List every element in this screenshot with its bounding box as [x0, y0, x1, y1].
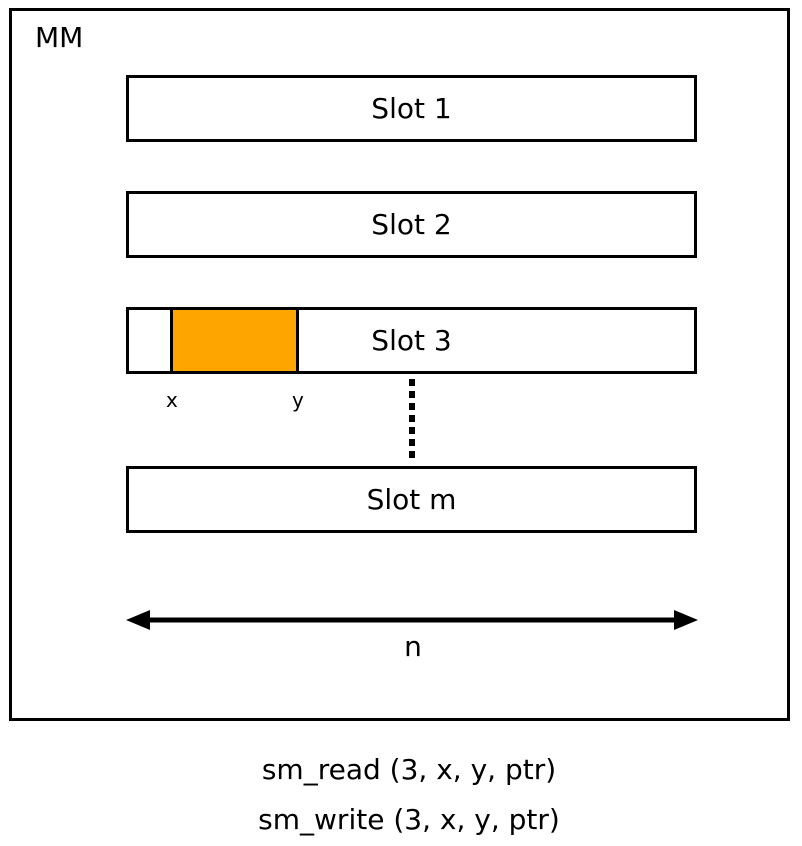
write-call-caption: sm_write (3, x, y, ptr)	[258, 803, 560, 836]
main-memory-box	[9, 8, 790, 721]
slot-2-label: Slot 2	[371, 207, 452, 241]
slot-3-label: Slot 3	[371, 323, 452, 357]
slot-2: Slot 2	[126, 191, 697, 258]
main-memory-label: MM	[35, 21, 84, 54]
width-arrow-left-head	[126, 610, 150, 630]
segment-end-marker: y	[292, 388, 304, 412]
width-arrow-right-head	[674, 610, 698, 630]
slot-3: Slot 3	[126, 307, 697, 374]
continuation-dots	[409, 379, 415, 463]
segment-start-marker: x	[166, 388, 178, 412]
highlighted-segment	[170, 307, 299, 374]
slot-1-label: Slot 1	[371, 91, 452, 125]
slot-m: Slot m	[126, 466, 697, 533]
slot-1: Slot 1	[126, 75, 697, 142]
read-call-caption: sm_read (3, x, y, ptr)	[261, 753, 557, 786]
slot-m-label: Slot m	[366, 482, 457, 516]
width-label: n	[404, 630, 422, 663]
width-arrow	[126, 610, 698, 630]
